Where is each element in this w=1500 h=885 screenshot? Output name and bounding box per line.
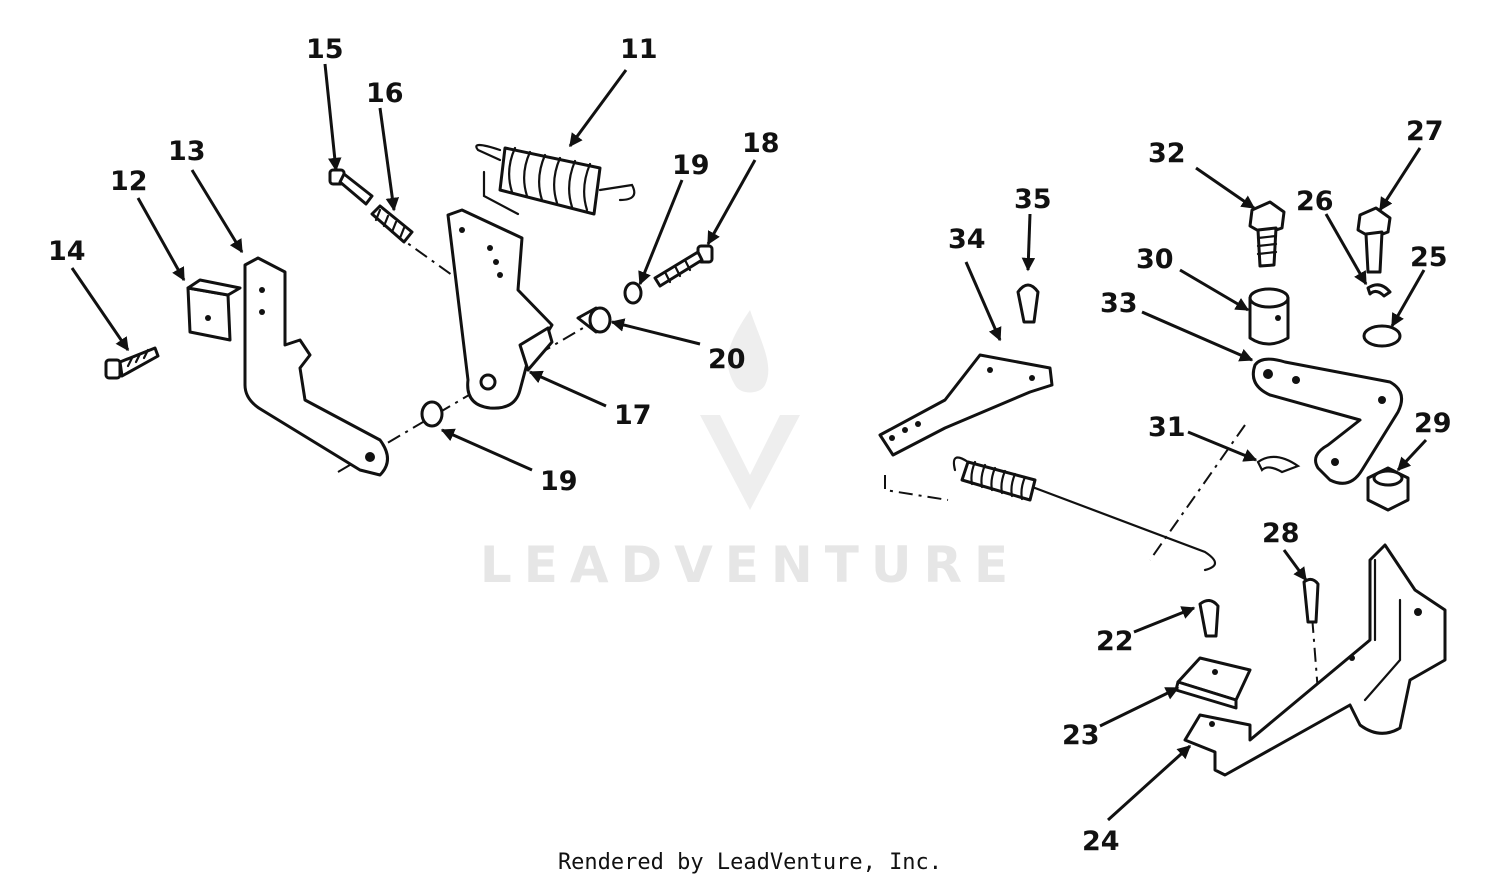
callout-19-lower: 19 <box>540 466 578 497</box>
callout-16: 16 <box>366 78 404 109</box>
part-13-bracket <box>243 256 389 477</box>
part-30-collar <box>1248 287 1290 346</box>
watermark-logo <box>700 310 800 510</box>
callout-15: 15 <box>306 34 344 65</box>
callout-23: 23 <box>1062 720 1100 751</box>
callout-14: 14 <box>48 236 86 267</box>
callout-22: 22 <box>1096 626 1134 657</box>
part-24-bracket <box>1183 543 1447 777</box>
part-18-bolt <box>653 244 714 288</box>
callout-30: 30 <box>1136 244 1174 275</box>
part-23-plate <box>1174 656 1252 710</box>
callout-20: 20 <box>708 344 746 375</box>
callout-18: 18 <box>742 128 780 159</box>
callout-29: 29 <box>1414 408 1452 439</box>
callout-28: 28 <box>1262 518 1300 549</box>
callout-33: 33 <box>1100 288 1138 319</box>
part-35-pin <box>1016 283 1040 324</box>
callout-11: 11 <box>620 34 658 65</box>
callout-13: 13 <box>168 136 206 167</box>
part-31-clip <box>1256 455 1301 474</box>
watermark-text: LEADVENTURE <box>479 536 1021 594</box>
part-12-clip <box>186 278 242 342</box>
callout-25: 25 <box>1410 242 1448 273</box>
part-14-bolt <box>104 346 160 380</box>
footer-credit: Rendered by LeadVenture, Inc. <box>557 850 943 875</box>
callout-19-upper: 19 <box>672 150 710 181</box>
part-34-plate <box>878 353 1054 457</box>
callout-35: 35 <box>1014 184 1052 215</box>
part-27-bolt <box>1356 206 1392 274</box>
part-19-washer-lower <box>420 400 444 428</box>
callout-31: 31 <box>1148 412 1186 443</box>
callout-17: 17 <box>614 400 652 431</box>
callout-24: 24 <box>1082 826 1120 857</box>
callout-32: 32 <box>1148 138 1186 169</box>
part-33-arm <box>1251 357 1404 485</box>
bolt-28-line <box>1309 589 1319 693</box>
callout-34: 34 <box>948 224 986 255</box>
spring-hook-line-right <box>884 475 949 501</box>
part-long-spring <box>952 456 1217 572</box>
part-22-pin <box>1198 599 1220 638</box>
callout-12: 12 <box>110 166 148 197</box>
part-16-spring <box>370 204 414 244</box>
callout-26: 26 <box>1296 186 1334 217</box>
part-15-bolt <box>328 168 374 206</box>
part-20-spacer <box>576 306 612 334</box>
part-17-lever <box>446 208 554 410</box>
part-29-nut <box>1366 466 1410 512</box>
part-26-clip <box>1366 283 1392 298</box>
part-11-spring <box>475 143 636 216</box>
link-centerline <box>1149 424 1246 561</box>
part-25-washer <box>1362 324 1402 348</box>
part-28-pin <box>1302 577 1320 624</box>
part-32-bolt <box>1248 200 1286 268</box>
part-19-washer-upper <box>623 281 643 305</box>
callout-27: 27 <box>1406 116 1444 147</box>
